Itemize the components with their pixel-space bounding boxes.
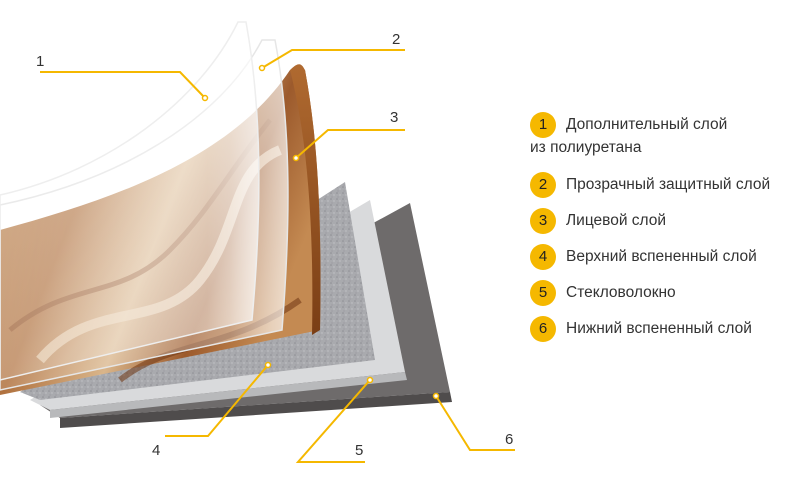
leader-2 <box>261 49 405 69</box>
legend-badge-2: 2 <box>530 172 556 198</box>
legend-badge-3: 3 <box>530 208 556 234</box>
callout-3: 3 <box>390 109 398 126</box>
leader-5 <box>295 379 371 463</box>
legend-item-1: 1 Дополнительный слой из полиуретана <box>528 112 800 158</box>
legend-badge-6: 6 <box>530 316 556 342</box>
legend-item-4: 4 Верхний вспененный слой <box>528 244 800 270</box>
legend-badge-5: 5 <box>530 280 556 306</box>
callout-6: 6 <box>505 431 513 448</box>
callout-4: 4 <box>152 442 160 459</box>
callout-1: 1 <box>36 53 44 70</box>
legend-label-6: Нижний вспененный слой <box>566 320 752 337</box>
legend-label-2: Прозрачный защитный слой <box>566 176 771 193</box>
legend-label-5: Стекловолокно <box>566 284 676 301</box>
legend: 1 Дополнительный слой из полиуретана 2 П… <box>528 112 800 352</box>
leader-3 <box>295 129 405 159</box>
legend-label-1-cont: из полиуретана <box>530 139 642 156</box>
legend-item-2: 2 Прозрачный защитный слой <box>528 172 800 198</box>
callout-5: 5 <box>355 442 363 459</box>
leader-lines <box>40 49 515 463</box>
leader-4 <box>165 364 269 437</box>
legend-label-1: Дополнительный слой <box>566 116 728 133</box>
legend-badge-1: 1 <box>530 112 556 138</box>
legend-label-3: Лицевой слой <box>566 212 667 229</box>
callout-2: 2 <box>392 31 400 48</box>
legend-item-6: 6 Нижний вспененный слой <box>528 316 800 342</box>
legend-label-4: Верхний вспененный слой <box>566 248 757 265</box>
leader-1 <box>40 71 206 99</box>
legend-badge-4: 4 <box>530 244 556 270</box>
leader-6 <box>435 395 515 451</box>
leader-dots <box>201 64 440 400</box>
layer-1-polyurethane <box>0 21 260 381</box>
legend-item-5: 5 Стекловолокно <box>528 280 800 306</box>
legend-item-3: 3 Лицевой слой <box>528 208 800 234</box>
